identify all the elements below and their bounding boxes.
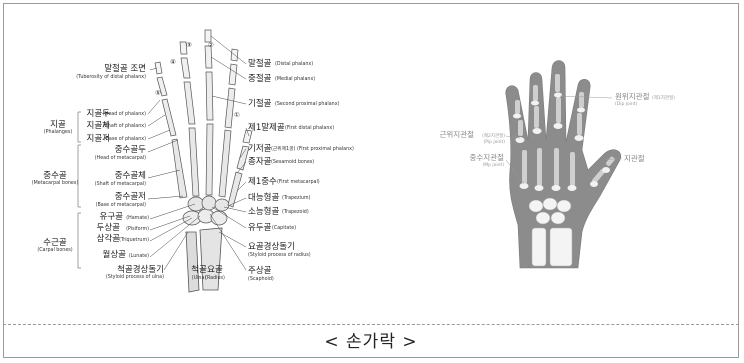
- label-trapezoid-en: (Trapezoid): [282, 209, 309, 215]
- finger-number-labels: ① ② ③ ④ ⑤: [155, 41, 240, 119]
- finger-number-3: ③: [186, 41, 192, 49]
- silhouette-leader-lines: [505, 95, 623, 185]
- figure-caption: < 손가락 >: [324, 332, 418, 352]
- label-triquetrum-en: (Triquetrum): [119, 237, 149, 243]
- label-styloid-radius-ko: 요골경상돌기: [248, 241, 295, 252]
- label-shaft-phalanx-ko: 지골체: [87, 120, 110, 131]
- label-mp-joint-en: (Mp joint): [482, 162, 504, 168]
- group-phalanges-en: (Phalanges): [44, 129, 73, 135]
- group-carpal-en: (Carpal bones): [37, 247, 72, 253]
- label-lunate-en: (Lunate): [129, 253, 149, 259]
- label-pip-joint-sub: (제2지관절): [482, 132, 505, 139]
- label-pisiform-en: (Pisiform): [126, 226, 149, 232]
- label-pip-joint-ko: 근위지관절: [440, 129, 475, 139]
- label-second-proximal-ko: 기절골: [248, 99, 272, 109]
- group-metacarpal-ko: 중수골: [43, 171, 67, 181]
- label-medial-phalanx-en: (Medial phalanx): [275, 76, 315, 82]
- label-styloid-radius-en: (Styloid process of radius): [248, 252, 311, 258]
- label-triquetrum-ko: 삼각골: [97, 233, 121, 244]
- group-carpal-ko: 수근골: [43, 238, 67, 248]
- finger-number-1: ①: [234, 111, 240, 119]
- label-trapezium-en: (Trapezium): [282, 195, 311, 201]
- label-ulna-en: (Ulna): [192, 275, 207, 281]
- label-first-proximal-en: (근위제1골) (First proximal phalanx): [271, 145, 354, 152]
- joint-labels: 원위지관절 (제1지관절) (Dip joint) 근위지관절 (제2지관절) …: [440, 91, 676, 168]
- label-scaphoid-en: (Scaphoid): [248, 276, 274, 282]
- label-shaft-metacarpal-ko: 중수골체: [115, 170, 146, 181]
- label-lunate-ko: 월상골: [103, 249, 127, 260]
- label-medial-phalanx-ko: 중절골: [248, 74, 272, 84]
- label-hamate-ko: 유구골: [100, 212, 124, 222]
- finger-number-4: ④: [170, 58, 176, 66]
- label-first-distal-ko: 제1말제골: [248, 122, 285, 133]
- label-distal-phalanx-ko: 말절골: [248, 58, 272, 69]
- label-mp-joint-ko: 중수지관절: [470, 152, 505, 162]
- left-bone-labels: 말절골 조면 (Tuberosity of distal phalanx) 지골…: [76, 63, 164, 280]
- label-styloid-ulna-en: (Styloid process of ulna): [106, 274, 164, 280]
- label-base-phalanx-ko: 지골저: [87, 134, 110, 144]
- label-head-phalanx-en: (Head of phalanx): [103, 111, 146, 117]
- hand-silhouette-illustration: [505, 60, 622, 269]
- finger-number-5: ⑤: [155, 89, 161, 97]
- group-phalanges-ko: 지골: [50, 120, 66, 130]
- label-tuberosity-distal-ko: 말절골 조면: [104, 63, 146, 74]
- label-ulna-ko: 척골: [191, 265, 207, 275]
- label-scaphoid-ko: 주상골: [248, 265, 272, 276]
- label-trapezium-ko: 대능형골: [248, 193, 279, 203]
- label-hamate-en: (Hamate): [126, 215, 149, 221]
- label-tuberosity-distal-en: (Tuberosity of distal phalanx): [76, 74, 146, 80]
- label-capitate-en: (Capitate): [272, 225, 296, 231]
- forearm-labels: 척골 (Ulna) 요골 (Radius): [191, 265, 225, 281]
- finger-number-2: ②: [208, 41, 214, 49]
- label-capitate-ko: 유두골: [248, 223, 272, 233]
- label-base-metacarpal-en: (Base of metacarpal): [96, 202, 147, 208]
- label-dip-joint-en: (Dip joint): [615, 101, 638, 107]
- leader-lines: [77, 35, 250, 271]
- label-second-proximal-en: (Second proximal phalanx): [275, 101, 340, 107]
- label-base-metacarpal-ko: 중수골저: [115, 192, 146, 202]
- label-dip-joint-ko: 원위지관절: [615, 91, 650, 101]
- label-pisiform-ko: 두상골: [97, 222, 121, 233]
- label-head-phalanx-ko: 지골두: [87, 109, 111, 119]
- figure-frame: [3, 3, 739, 358]
- caption-divider: [3, 324, 739, 325]
- label-finger-joint-ko: 지관절: [624, 153, 645, 163]
- label-shaft-phalanx-en: (Shaft of phalanx): [103, 123, 146, 129]
- label-radius-ko: 요골: [207, 265, 223, 275]
- label-sesamoid-en: (Sesamoid bones): [271, 159, 314, 165]
- label-first-proximal-ko: 기저골: [248, 144, 272, 154]
- label-shaft-metacarpal-en: (Shaft of metacarpal): [95, 181, 146, 187]
- bone-group-labels: 지골 (Phalanges) 중수골 (Metacarpal bones) 수근…: [32, 120, 79, 253]
- label-dip-joint-sub: (제1지관절): [652, 94, 675, 101]
- label-head-metacarpal-ko: 중수골두: [115, 145, 146, 155]
- label-head-metacarpal-en: (Head of metacarpal): [95, 155, 146, 161]
- label-distal-phalanx-en: (Distal phalanx): [275, 61, 313, 67]
- label-trapezoid-ko: 소능형골: [248, 207, 279, 217]
- label-sesamoid-ko: 종자골: [248, 157, 272, 167]
- label-first-metacarpal-en: (First metacarpal): [277, 179, 320, 185]
- label-radius-en: (Radius): [205, 275, 225, 281]
- label-first-metacarpal-ko: 제1중수: [248, 177, 277, 187]
- label-first-distal-en: (First distal phalanx): [285, 125, 334, 131]
- right-bone-labels: 말절골 (Distal phalanx) 중절골 (Medial phalanx…: [248, 58, 354, 282]
- label-pip-joint-en: (Pip joint): [483, 139, 505, 145]
- label-styloid-ulna-ko: 척골경상돌기: [117, 264, 164, 275]
- label-base-phalanx-en: (Base of phalanx): [104, 136, 146, 142]
- group-metacarpal-en: (Metacarpal bones): [32, 180, 79, 186]
- skeletal-hand-illustration: [154, 29, 253, 293]
